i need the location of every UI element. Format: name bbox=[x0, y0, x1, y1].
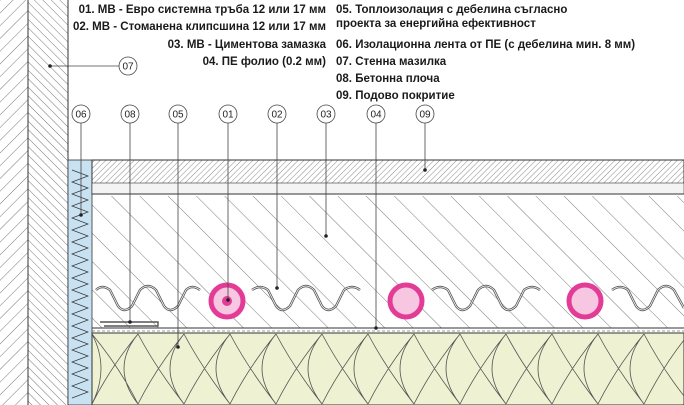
legend-num: 02. bbox=[72, 21, 89, 33]
clip-rail-inner bbox=[95, 285, 684, 311]
legend-text: Подово покритие bbox=[355, 90, 455, 102]
callout-01: 01 bbox=[218, 104, 238, 124]
callout-label: 06 bbox=[75, 110, 87, 121]
wall-plaster bbox=[28, 0, 68, 405]
callout-label: 01 bbox=[222, 110, 234, 121]
legend-num: 01. bbox=[78, 4, 95, 16]
legend-item-04: 04. ПЕ фолио (0.2 мм) bbox=[60, 55, 326, 69]
legend-text: Бетонна плоча bbox=[355, 73, 440, 85]
legend-item-08: 08. Бетонна плоча bbox=[336, 72, 440, 86]
legend-item-09: 09. Подово покритие bbox=[336, 89, 455, 103]
edge-tape-zigzag bbox=[71, 169, 89, 399]
legend-num: 07. bbox=[336, 56, 352, 68]
legend-item-02: 02. МВ - Стоманена клипсшина 12 или 17 м… bbox=[60, 20, 326, 34]
pipe-3 bbox=[566, 282, 604, 320]
legend-item-03: 03. МВ - Циментова замазка bbox=[60, 38, 326, 52]
callout-label: 07 bbox=[122, 62, 134, 73]
legend-item-07: 07. Стенна мазилка bbox=[336, 55, 446, 69]
callout-label: 09 bbox=[419, 110, 431, 121]
wall-masonry bbox=[0, 0, 28, 405]
callout-05: 05 bbox=[168, 104, 188, 124]
callout-09: 09 bbox=[415, 104, 435, 124]
legend-num: 05. bbox=[336, 4, 352, 16]
leader-lines bbox=[50, 65, 426, 347]
callout-06: 06 bbox=[71, 104, 91, 124]
legend-num: 08. bbox=[336, 73, 352, 85]
legend-item-06: 06. Изолационна лента от ПЕ (с дебелина … bbox=[336, 38, 635, 52]
insulation-loops bbox=[92, 333, 684, 405]
callout-02: 02 bbox=[267, 104, 287, 124]
callout-08: 08 bbox=[120, 104, 140, 124]
legend-num: 03. bbox=[167, 39, 184, 51]
legend-num: 09. bbox=[336, 90, 352, 102]
floor-covering-sub bbox=[91, 182, 684, 195]
legend-text: Изолационна лента от ПЕ (с дебелина мин.… bbox=[355, 39, 636, 51]
legend-text: МВ - Стоманена клипсшина 12 или 17 мм bbox=[92, 21, 326, 33]
legend-num: 06. bbox=[336, 39, 352, 51]
callout-label: 04 bbox=[370, 110, 382, 121]
legend-num: 04. bbox=[202, 56, 219, 68]
leader-dots bbox=[48, 64, 427, 349]
callout-label: 03 bbox=[320, 110, 332, 121]
callout-04: 04 bbox=[366, 104, 386, 124]
callout-label: 08 bbox=[124, 110, 136, 121]
callout-label: 02 bbox=[271, 110, 283, 121]
callout-03: 03 bbox=[316, 104, 336, 124]
legend-text: Топлоизолация с дебелина съгласно проект… bbox=[336, 4, 568, 30]
legend-text: Стенна мазилка bbox=[355, 56, 447, 68]
legend-text: МВ - Циментова замазка bbox=[186, 39, 326, 51]
callout-label: 05 bbox=[172, 110, 184, 121]
legend-text: МВ - Евро системна тръба 12 или 17 мм bbox=[97, 4, 326, 16]
callout-07: 07 bbox=[118, 56, 138, 76]
pipe-2 bbox=[387, 282, 425, 320]
legend-item-01: 01. МВ - Евро системна тръба 12 или 17 м… bbox=[60, 3, 326, 17]
legend-item-05: 05. Топлоизолация с дебелина съгласно пр… bbox=[336, 3, 596, 31]
legend-text: ПЕ фолио (0.2 мм) bbox=[221, 56, 326, 68]
